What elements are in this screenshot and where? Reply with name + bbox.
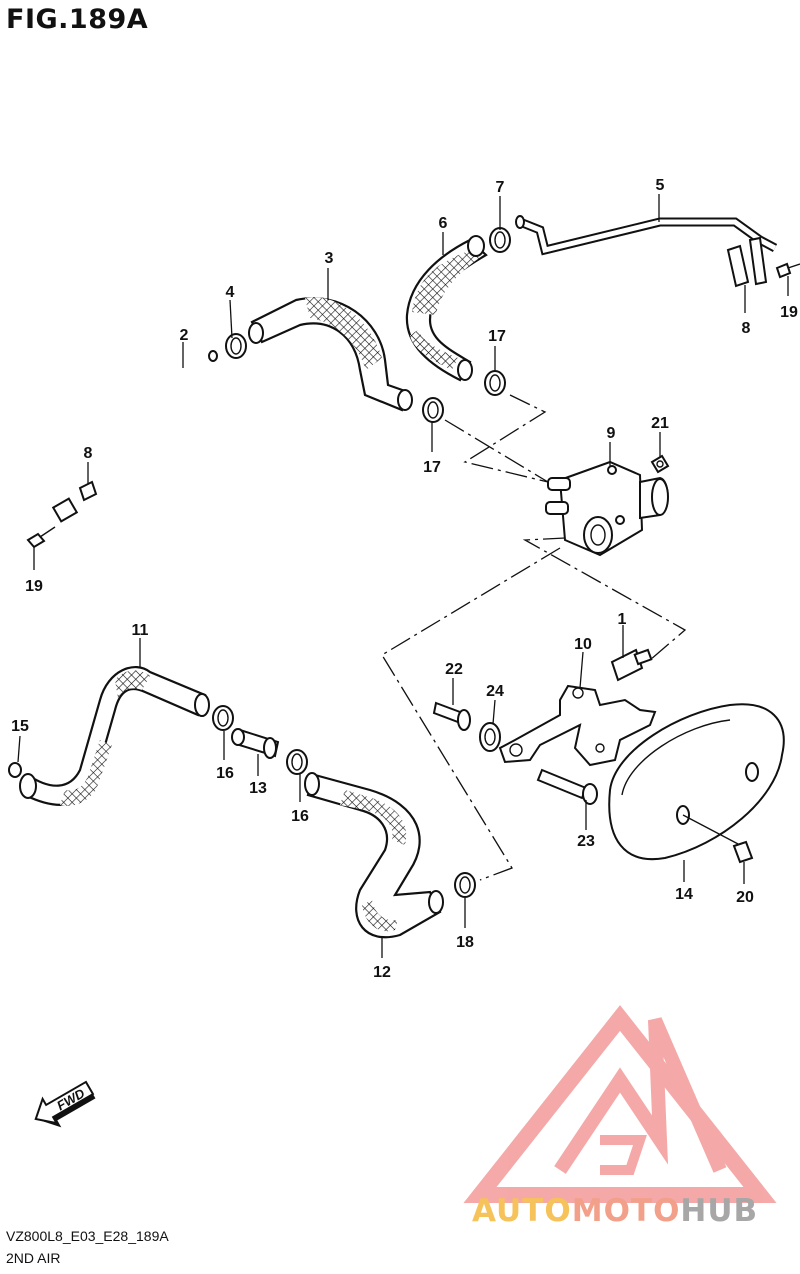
callout-3: 3 xyxy=(325,250,334,267)
callout-20: 20 xyxy=(736,889,754,906)
bracket-8-right xyxy=(726,236,768,288)
logo-word-moto: MOTO xyxy=(571,1193,681,1229)
figure-title: FIG.189A xyxy=(6,4,149,35)
grommet-24 xyxy=(479,722,501,752)
callout-19-right: 19 xyxy=(780,304,798,321)
callout-16-right: 16 xyxy=(291,808,309,825)
fwd-arrow-icon: FWD xyxy=(34,1080,96,1128)
clamp-4 xyxy=(225,333,247,359)
callout-23: 23 xyxy=(577,833,595,850)
logo-word-auto: AUTO xyxy=(472,1193,572,1229)
callout-6: 6 xyxy=(439,215,448,232)
logo-mark-icon xyxy=(463,1005,777,1203)
clamp-7 xyxy=(489,227,511,253)
clamp-17-top xyxy=(484,370,506,396)
callout-24: 24 xyxy=(486,683,504,700)
hose-3 xyxy=(248,297,413,412)
hose-6 xyxy=(405,235,488,382)
bolt-19-left xyxy=(26,526,56,549)
callout-11: 11 xyxy=(132,622,149,639)
callout-18: 18 xyxy=(456,934,474,951)
callout-4: 4 xyxy=(226,284,235,301)
bolt-19-right xyxy=(775,262,800,279)
assembly-lines xyxy=(381,394,687,881)
callout-1: 1 xyxy=(618,611,627,628)
nut-21 xyxy=(650,454,670,474)
bracket-8-left xyxy=(78,480,98,502)
pipe-2 xyxy=(51,350,218,543)
clamp-16-right xyxy=(286,749,308,775)
clamp-17-bottom xyxy=(422,397,444,423)
cover-14 xyxy=(608,703,785,861)
figure-name: 2ND AIR xyxy=(6,1250,61,1266)
bolt-23 xyxy=(536,768,598,805)
callout-15: 15 xyxy=(11,718,29,735)
stud-22 xyxy=(432,701,471,731)
callout-10: 10 xyxy=(574,636,592,653)
callout-8-left: 8 xyxy=(84,445,93,462)
clamp-16-left xyxy=(212,705,234,731)
callout-12: 12 xyxy=(373,964,391,981)
cap-nut-20 xyxy=(732,840,754,864)
figure-code: VZ800L8_E03_E28_189A xyxy=(6,1228,169,1244)
logo-word-hub: HUB xyxy=(680,1193,759,1229)
callout-7: 7 xyxy=(496,179,505,196)
callout-19-left: 19 xyxy=(25,578,43,595)
joint-13 xyxy=(231,728,280,759)
clip-15 xyxy=(8,762,22,778)
valve-9 xyxy=(545,460,669,557)
callout-13: 13 xyxy=(249,780,267,797)
callout-5: 5 xyxy=(656,177,665,194)
connector-1 xyxy=(610,648,653,682)
callout-8-right: 8 xyxy=(742,320,751,337)
callout-22: 22 xyxy=(445,661,463,678)
callout-17-top: 17 xyxy=(488,328,506,345)
hose-11 xyxy=(19,666,210,807)
callout-21: 21 xyxy=(651,415,669,432)
callout-17-bottom: 17 xyxy=(423,459,441,476)
callout-16-left: 16 xyxy=(216,765,234,782)
callout-14: 14 xyxy=(675,886,693,903)
logo-wordmark: AUTOMOTOHUB xyxy=(472,1193,758,1229)
clamp-18 xyxy=(454,872,476,898)
bracket-10 xyxy=(498,684,657,767)
callout-2: 2 xyxy=(180,327,189,344)
hose-12 xyxy=(304,772,444,939)
callout-9: 9 xyxy=(607,425,616,442)
callout-leaders xyxy=(17,194,789,958)
pipe-5 xyxy=(515,215,778,256)
